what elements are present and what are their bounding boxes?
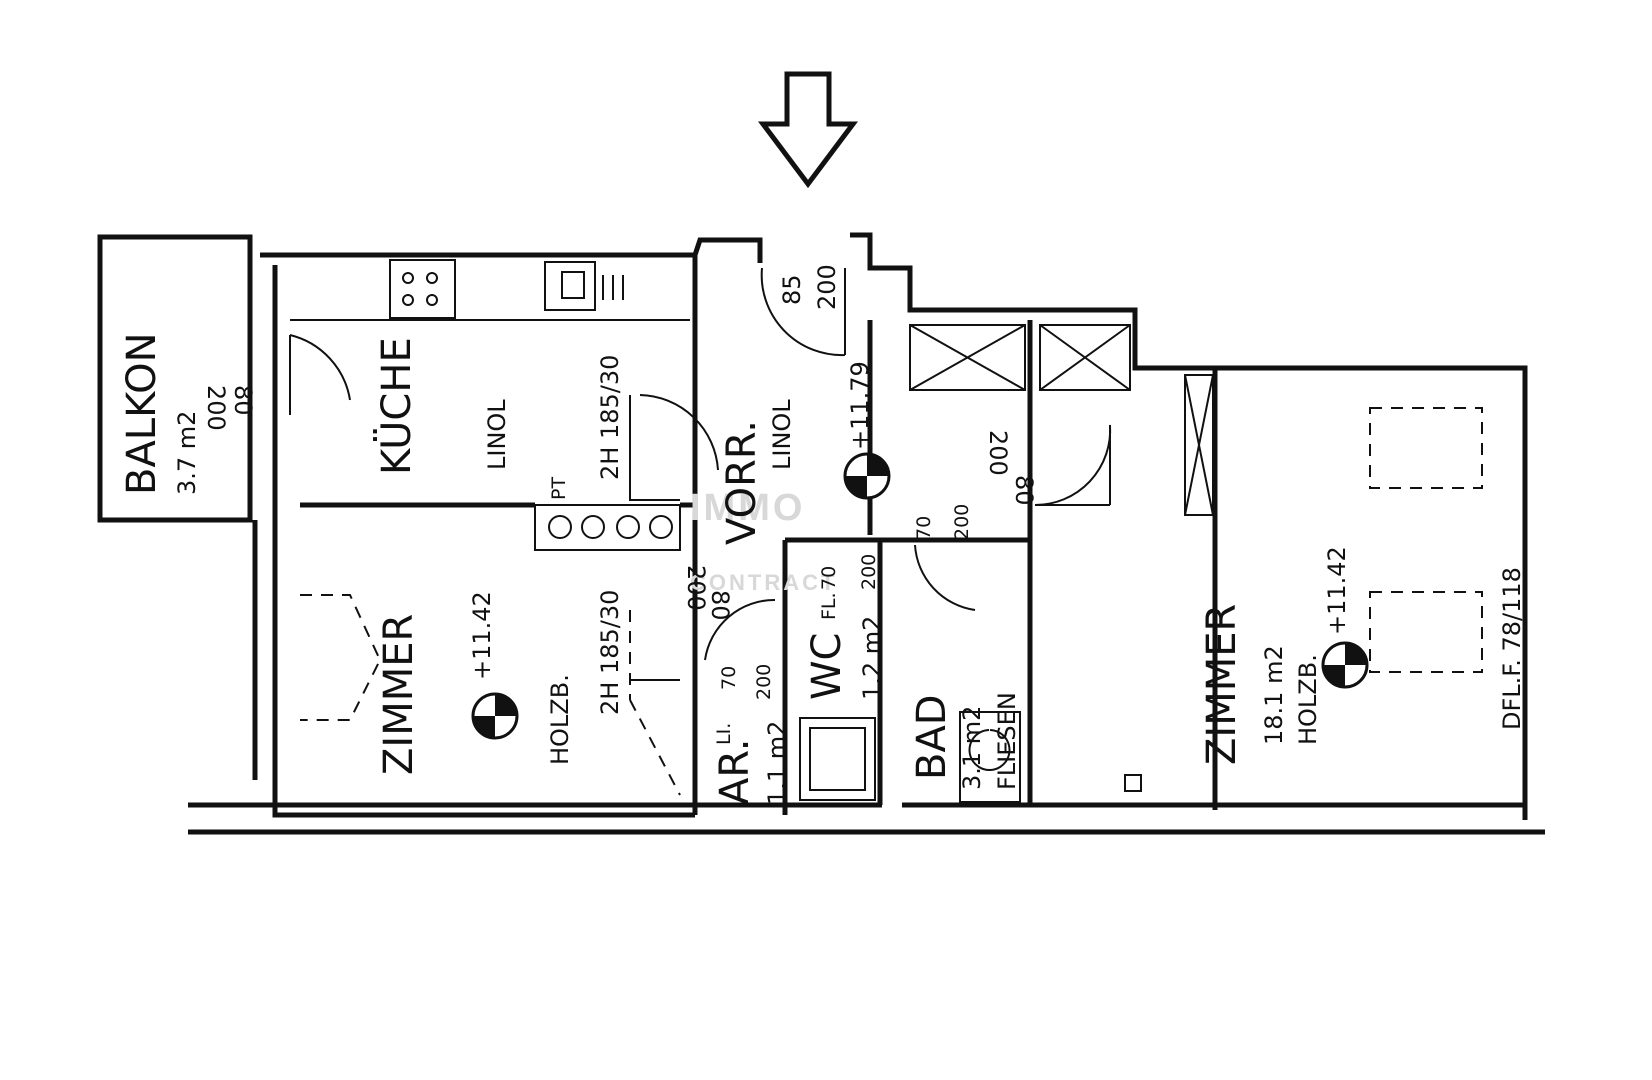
zimmer-right-window: DFL.F. 78/118 — [1498, 567, 1526, 730]
zimmer-left-door-height: 200 — [682, 565, 710, 611]
vorr-floor: LINOL — [768, 399, 796, 470]
wardrobes — [909, 324, 1214, 516]
watermark: IMMO CONTRACT — [690, 487, 837, 595]
zimmer-right-level: +11.42 — [1323, 546, 1351, 635]
bad-name: BAD — [909, 694, 955, 780]
ar-name: AR. — [712, 739, 758, 805]
vorr-name: VORR. — [719, 420, 765, 545]
balkon-name: BALKON — [119, 332, 165, 495]
ar-floor: LI. — [713, 723, 735, 745]
kueche-pt: PT — [548, 477, 570, 500]
kueche-floor: LINOL — [483, 399, 511, 470]
bad-area: 3.1 m2 — [958, 706, 986, 790]
zimmer-left-window: 2H 185/30 — [596, 590, 624, 715]
level-marker-icon — [843, 452, 891, 500]
bad-door-width: 70 — [913, 516, 935, 540]
zimmer-left-floor: HOLZB. — [546, 674, 574, 765]
ar-door-height: 200 — [753, 664, 775, 700]
vorr-level: +11.79 — [846, 361, 874, 450]
kitchen-fixtures — [290, 259, 690, 321]
kueche-name: KÜCHE — [372, 337, 420, 475]
balkon-area: 3.7 m2 — [173, 411, 201, 495]
balkon-door-height: 200 — [202, 385, 230, 431]
chimney — [534, 504, 681, 551]
ar-door-width: 70 — [718, 666, 740, 690]
wc-door-width: 70 — [818, 566, 840, 590]
sanitary-fixtures — [799, 711, 1142, 803]
level-marker-icon — [471, 692, 519, 740]
zimmer-right-name: ZIMMER — [1199, 604, 1245, 765]
furniture — [300, 407, 1483, 796]
zimmer-left-name: ZIMMER — [376, 614, 422, 775]
vorr-entry-height: 200 — [813, 264, 841, 310]
zimmer-right-floor: HOLZB. — [1294, 654, 1322, 745]
wc-area: 1.2 m2 — [858, 616, 886, 700]
zimmer-right-door-height: 200 — [984, 430, 1012, 476]
bad-door-height: 200 — [951, 504, 973, 540]
zimmer-right-area: 18.1 m2 — [1260, 645, 1288, 745]
kueche-window: 2H 185/30 — [596, 355, 624, 480]
entrance-arrow-icon — [758, 71, 858, 189]
wc-door-height: 200 — [858, 554, 880, 590]
vorr-entry-width: 85 — [778, 274, 806, 305]
doors — [289, 267, 1112, 661]
watermark-line2: CONTRACT — [690, 570, 837, 595]
ar-area: 1.1 m2 — [763, 721, 791, 805]
zimmer-right-door-width: 80 — [1010, 475, 1038, 506]
interior-walls — [300, 255, 1218, 815]
level-marker-icon — [1321, 641, 1369, 689]
wc-name: WC — [804, 633, 850, 700]
zimmer-left-door-width: 80 — [706, 590, 734, 621]
outer-walls — [97, 232, 1545, 835]
watermark-line1: IMMO — [690, 487, 805, 529]
zimmer-left-level: +11.42 — [468, 591, 496, 680]
bad-floor: FLIESEN — [993, 692, 1021, 790]
wc-floor: FL. — [818, 592, 840, 620]
balkon-door-width: 80 — [229, 385, 257, 416]
